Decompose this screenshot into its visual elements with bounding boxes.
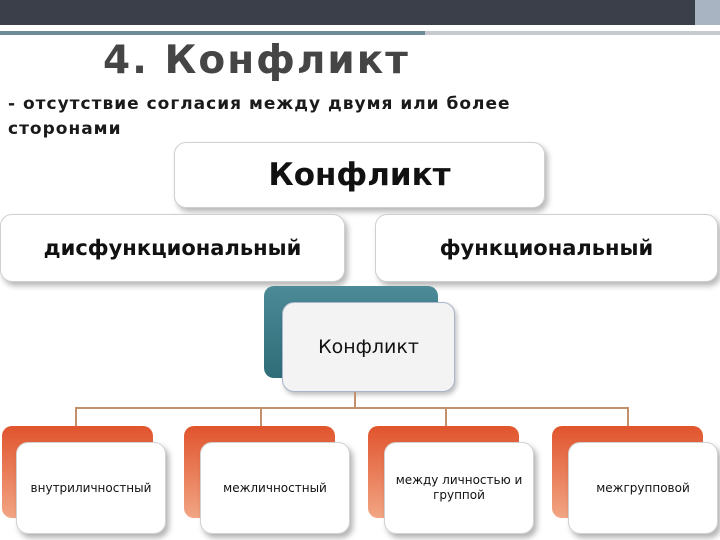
title-underline xyxy=(0,31,425,35)
connector-drop xyxy=(445,407,447,427)
connector-drop xyxy=(75,407,77,427)
branch-functional: функциональный xyxy=(375,214,718,282)
bottom-root-node: Конфликт xyxy=(282,302,455,392)
definition-text: - отсутствие согласия между двумя или бо… xyxy=(8,94,511,139)
top-bar-accent xyxy=(695,0,720,25)
child-node-person-group: между личностью и группой xyxy=(384,442,534,534)
connector-drop xyxy=(260,407,262,427)
connector-trunk xyxy=(354,392,356,408)
branch-dysfunctional: дисфункциональный xyxy=(0,214,345,282)
slide-title: 4. Конфликт xyxy=(103,38,410,83)
child-node-interpersonal: межличностный xyxy=(200,442,350,534)
connector-drop xyxy=(627,407,629,427)
child-node-intrapersonal: внутриличностный xyxy=(16,442,166,534)
title-underline-gray xyxy=(425,31,720,35)
top-root-node: Конфликт xyxy=(174,142,545,208)
child-node-intergroup: межгрупповой xyxy=(568,442,718,534)
top-bar xyxy=(0,0,720,25)
connector-horizontal xyxy=(75,407,629,409)
